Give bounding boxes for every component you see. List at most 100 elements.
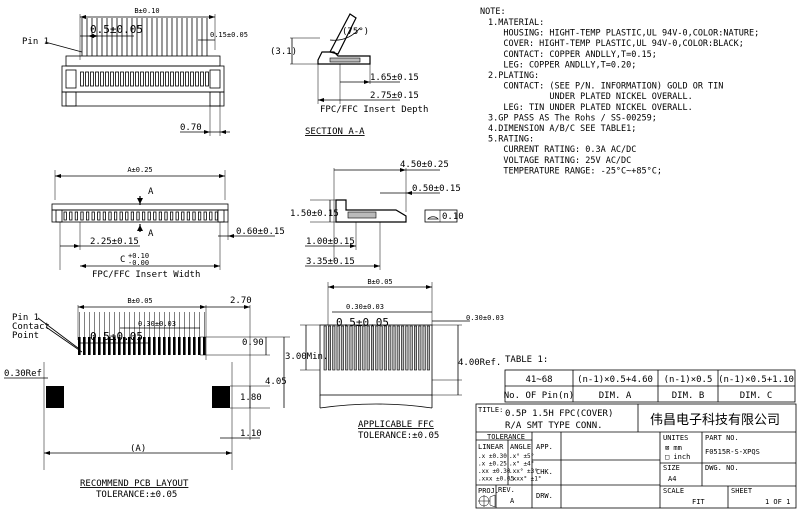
size-label: SIZE xyxy=(663,464,680,472)
units-mm: ⊠ mm xyxy=(665,444,682,452)
pcb-pad xyxy=(88,337,91,355)
ffc-contact xyxy=(332,325,336,371)
dim-165-label: 1.65±0.15 xyxy=(370,73,419,83)
top-contact xyxy=(205,71,209,87)
dim-070-label: 0.70 xyxy=(180,123,202,133)
ffc-contact xyxy=(370,325,374,371)
dim-050-label: 0.50±0.15 xyxy=(412,184,461,194)
table1-cell: 41~68 xyxy=(525,375,552,385)
pcb-pad xyxy=(183,337,186,355)
tolerance-label: TOLERANCE xyxy=(487,433,525,441)
ffc-contact xyxy=(405,325,409,371)
front-view: A±0.25 A A 2.25±0.15 C +0.10 -0.00 0.60±… xyxy=(51,166,285,280)
pad-width-label: 0.30±0.03 xyxy=(138,320,176,328)
table1-cell: DIM. B xyxy=(672,391,705,401)
ffc-contact xyxy=(392,325,396,371)
dim-275-label: 2.75±0.15 xyxy=(370,91,419,101)
table1-cell: (n-1)×0.5 xyxy=(664,375,713,385)
ffc-contact xyxy=(358,325,362,371)
table1-cell: DIM. A xyxy=(599,391,632,401)
dim-c-tol-top: +0.10 xyxy=(128,252,149,260)
top-contact xyxy=(120,71,124,87)
app-label: APP. xyxy=(536,443,553,451)
top-contact xyxy=(195,71,199,87)
note-line: LEG: TIN UNDER PLATED NICKEL OVERALL. xyxy=(488,103,693,113)
pcb-pad xyxy=(178,337,181,355)
part-no-value: F0515R-S-XPQS xyxy=(705,448,760,456)
notes: NOTE: 1.MATERIAL: HOUSING: HIGHT-TEMP PL… xyxy=(480,7,759,176)
section-a-a: (75°) (3.1) 1.65±0.15 2.75±0.15 FPC/FFC … xyxy=(270,13,428,137)
pcb-dim-b-label: B±0.05 xyxy=(127,297,152,305)
note-line: CONTACT: (SEE P/N. INFORMATION) GOLD OR … xyxy=(488,82,723,92)
insert-width-label: FPC/FFC Insert Width xyxy=(92,270,200,280)
top-contact xyxy=(110,71,114,87)
front-pin xyxy=(102,211,106,221)
front-pin xyxy=(63,211,67,221)
applicable-ffc: B±0.05 0.30±0.03 0.5±0.05 0.30±0.03 4.00… xyxy=(285,278,504,441)
front-pin xyxy=(158,211,162,221)
ffc-contact xyxy=(327,325,331,371)
front-pin xyxy=(108,211,112,221)
angle-tol: .xxx° ±1° xyxy=(509,476,542,483)
front-pin xyxy=(181,211,185,221)
top-contact xyxy=(180,71,184,87)
pcb-pad xyxy=(168,337,171,355)
angle-tol: .x° ±4° xyxy=(509,461,534,468)
note-line: LEG: COPPER ANDLLY,T=0.20; xyxy=(488,60,636,70)
front-pin xyxy=(114,211,118,221)
note-line: 3.GP PASS AS The Rohs / SS-00259; xyxy=(488,113,657,123)
ffc-contact xyxy=(422,325,426,371)
ffc-contact xyxy=(401,325,405,371)
pcb-tolerance: TOLERANCE:±0.05 xyxy=(96,490,177,500)
note-line: 5.RATING: xyxy=(488,135,534,145)
sheet-label: SHEET xyxy=(731,487,753,495)
top-contact xyxy=(175,71,179,87)
front-pin xyxy=(147,211,151,221)
ffc-contact xyxy=(345,325,349,371)
note-line: 4.DIMENSION A/B/C SEE TABLE1; xyxy=(488,124,636,134)
top-contact xyxy=(155,71,159,87)
dim-b-label: B±0.10 xyxy=(134,7,159,15)
ffc-contact xyxy=(383,325,387,371)
note-line: CONTACT: COPPER ANDLLY,T=0.15; xyxy=(488,50,657,60)
ffc-contacts xyxy=(323,325,430,371)
dim-a-label: A±0.25 xyxy=(127,166,152,174)
pcb-pad xyxy=(78,337,81,355)
title-line2: R/A SMT TYPE CONN. xyxy=(505,421,603,431)
top-contact xyxy=(190,71,194,87)
top-contact xyxy=(165,71,169,87)
top-contact xyxy=(185,71,189,87)
top-contact xyxy=(130,71,134,87)
dim-180-label: 1.80 xyxy=(240,393,262,403)
insert-depth-label: FPC/FFC Insert Depth xyxy=(320,105,428,115)
dim-100-label: 1.00±0.15 xyxy=(306,237,355,247)
ffc-contact xyxy=(353,325,357,371)
pcb-dim-a-label: (A) xyxy=(130,444,146,454)
pcb-pad xyxy=(93,337,96,355)
linear-tol: .xxx ±0.05 xyxy=(478,476,515,483)
rev-label: REV. xyxy=(498,486,515,494)
front-pin xyxy=(203,211,207,221)
front-pin xyxy=(130,211,134,221)
ffc-dim-030a-label: 0.30±0.03 xyxy=(346,303,384,311)
front-pin xyxy=(175,211,179,221)
top-contact xyxy=(95,71,99,87)
linear-tol: .xx ±0.30 xyxy=(478,468,511,475)
note-line: TEMPERATURE RANGE: -25°C~+85°C; xyxy=(488,166,662,176)
front-pin xyxy=(86,211,90,221)
ffc-contact xyxy=(362,325,366,371)
scale-value: FIT xyxy=(692,498,705,506)
pcb-pad xyxy=(153,337,156,355)
pcb-pad xyxy=(113,337,116,355)
section-title: SECTION A-A xyxy=(305,127,365,137)
top-contact xyxy=(80,71,84,87)
part-no-label: PART NO. xyxy=(705,434,739,442)
ffc-title: APPLICABLE FFC xyxy=(358,420,434,430)
pcb-pad xyxy=(138,337,141,355)
pcb-pad xyxy=(188,337,191,355)
top-contact xyxy=(115,71,119,87)
ffc-contact xyxy=(396,325,400,371)
ffc-contact xyxy=(336,325,340,371)
pcb-pad xyxy=(83,337,86,355)
